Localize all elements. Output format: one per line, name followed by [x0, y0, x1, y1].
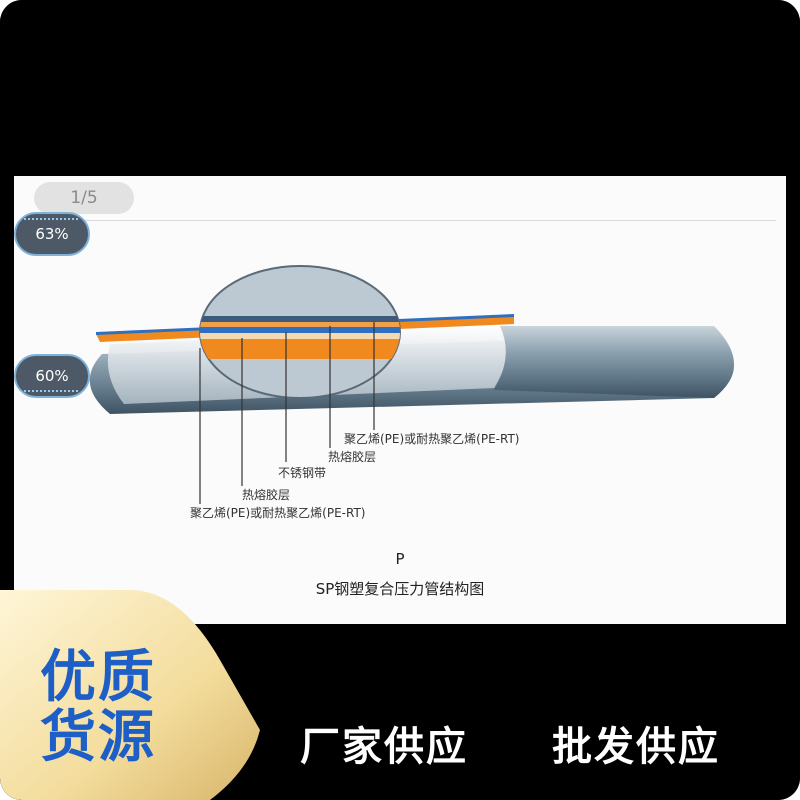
promo-badge-text: 优质 货源: [40, 648, 156, 768]
label-outer-pe: 聚乙烯(PE)或耐热聚乙烯(PE-RT): [344, 432, 520, 446]
label-adhesive-outer: 热熔胶层: [328, 450, 377, 464]
product-image-viewer[interactable]: 1/5: [14, 176, 786, 624]
label-inner-pe: 聚乙烯(PE)或耐热聚乙烯(PE-RT): [190, 506, 366, 520]
label-steel-belt: 不锈钢带: [278, 466, 327, 480]
badge-text: 60%: [35, 367, 69, 385]
label-adhesive-inner: 热熔胶层: [242, 488, 291, 502]
layer-steel: [200, 327, 400, 333]
badge-text: 63%: [35, 225, 69, 243]
pipe-structure-diagram: [89, 265, 734, 504]
layer-adhesive-top: [200, 322, 400, 327]
diagram-marker: P: [395, 550, 405, 568]
badge-dots: [24, 390, 80, 392]
percent-badge-63: 63%: [14, 212, 90, 256]
layer-pe-top: [200, 316, 400, 322]
divider: [28, 220, 776, 221]
layer-pe-inner: [200, 339, 400, 359]
badge-dots: [24, 218, 80, 220]
slogan-wholesale: 批发供应: [552, 724, 720, 770]
promo-line-2: 货源: [40, 705, 156, 770]
pipe-cut-edge: [494, 326, 734, 398]
diagram-caption: SP钢塑复合压力管结构图: [315, 580, 485, 598]
promo-line-1: 优质: [40, 645, 156, 710]
promo-corner-shape: [0, 590, 260, 800]
leader-lines: [199, 322, 375, 504]
percent-badge-60: 60%: [14, 354, 90, 398]
layer-adhesive-bottom: [200, 333, 400, 339]
image-counter: 1/5: [34, 182, 134, 214]
top-black-band: [0, 0, 800, 176]
slogan-manufacturer: 厂家供应: [300, 724, 468, 770]
